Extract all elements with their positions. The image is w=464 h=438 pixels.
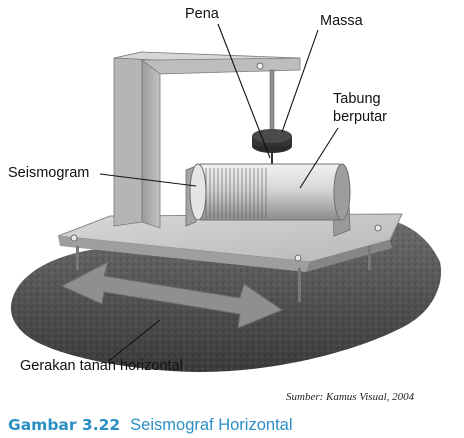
- caption-number: Gambar 3.22: [8, 416, 120, 434]
- vertical-post: [113, 51, 161, 229]
- top-arm: [113, 51, 301, 75]
- plate-legs: [76, 246, 371, 302]
- figure-caption: Gambar 3.22 Seismograf Horizontal: [8, 416, 293, 434]
- label-pena: Pena: [185, 6, 220, 22]
- rotating-drum: [189, 163, 351, 221]
- label-gerakan: Gerakan tanah horizontal: [20, 358, 183, 374]
- label-pointers: [99, 23, 339, 361]
- label-massa: Massa: [320, 13, 364, 29]
- ground-motion-arrow: [60, 261, 284, 329]
- suspended-mass: [252, 69, 292, 168]
- source-credit: Sumber: Kamus Visual, 2004: [286, 391, 415, 403]
- seismogram-trace: [205, 168, 267, 218]
- label-tabung-line2: berputar: [333, 109, 387, 125]
- label-seismogram: Seismogram: [8, 165, 89, 181]
- caption-title: Seismograf Horizontal: [130, 416, 292, 434]
- label-tabung-line1: Tabung: [333, 91, 381, 107]
